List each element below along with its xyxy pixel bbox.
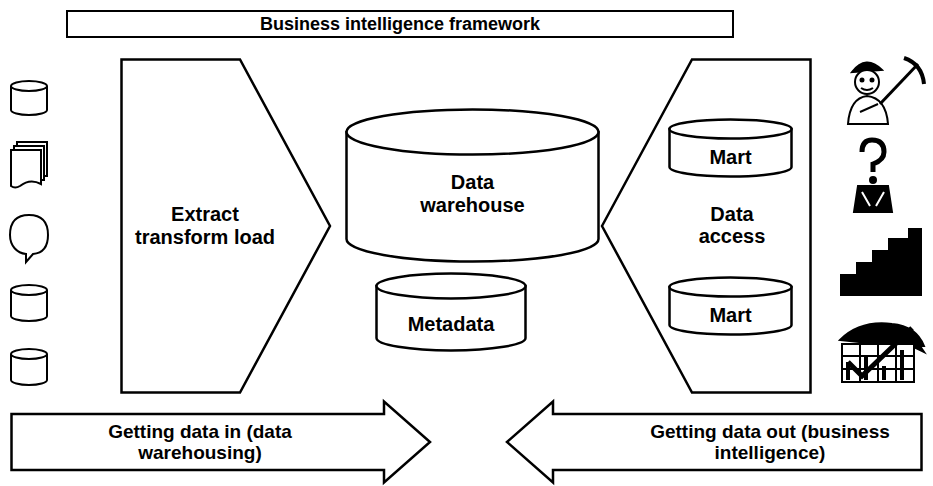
text-area: Mart <box>674 298 787 332</box>
node-label: Extract transform load <box>130 203 280 248</box>
text-area: Extract transform load <box>130 178 280 273</box>
metadata-cylinder-outline <box>375 272 527 352</box>
text-area: Data access <box>680 188 784 262</box>
flow-arrow: Getting data out (business intelligence) <box>505 400 923 484</box>
warehouse-cylinder: Data warehouse <box>345 108 600 263</box>
flow-arrow-outline <box>505 400 923 484</box>
metadata-cylinder: Metadata <box>375 272 527 352</box>
flow-arrow: Getting data in (data warehousing) <box>10 400 432 484</box>
etl-chevron: Extract transform load <box>120 58 332 394</box>
node-label: Metadata <box>408 313 495 335</box>
node-label: Getting data out (business intelligence) <box>645 421 895 464</box>
text-area: Metadata <box>381 301 521 347</box>
text-area: Mart <box>674 140 787 174</box>
mart-cylinder: Mart <box>668 276 793 336</box>
text-area: Getting data out (business intelligence) <box>640 414 900 470</box>
diagram-title: Business intelligence framework <box>66 10 734 38</box>
text-area: Getting data in (data warehousing) <box>70 414 330 470</box>
node-label: Getting data in (data warehousing) <box>98 421 303 464</box>
node-label: Data access <box>680 203 784 248</box>
access-chevron: Data accessMartMart <box>600 58 812 394</box>
node-label: Mart <box>709 304 751 326</box>
node-label: Data warehouse <box>400 171 545 216</box>
text-area: Data warehouse <box>400 156 545 231</box>
mart-cylinder: Mart <box>668 118 793 178</box>
node-label: Mart <box>709 146 751 168</box>
